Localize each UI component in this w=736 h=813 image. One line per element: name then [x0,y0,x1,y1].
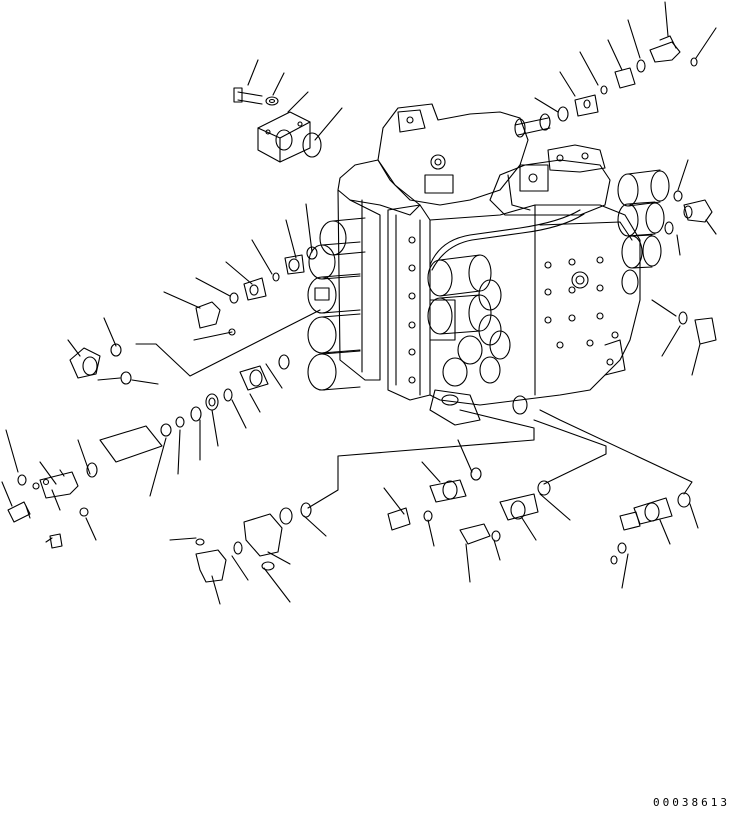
right-side-fittings [652,160,716,375]
left-side-fittings [2,204,320,548]
flange-group [234,60,342,162]
drawing-number: 00038613 [653,796,730,809]
bottom-fittings [170,410,698,604]
top-right-fittings [535,2,716,121]
control-valve-assembly [308,104,669,425]
